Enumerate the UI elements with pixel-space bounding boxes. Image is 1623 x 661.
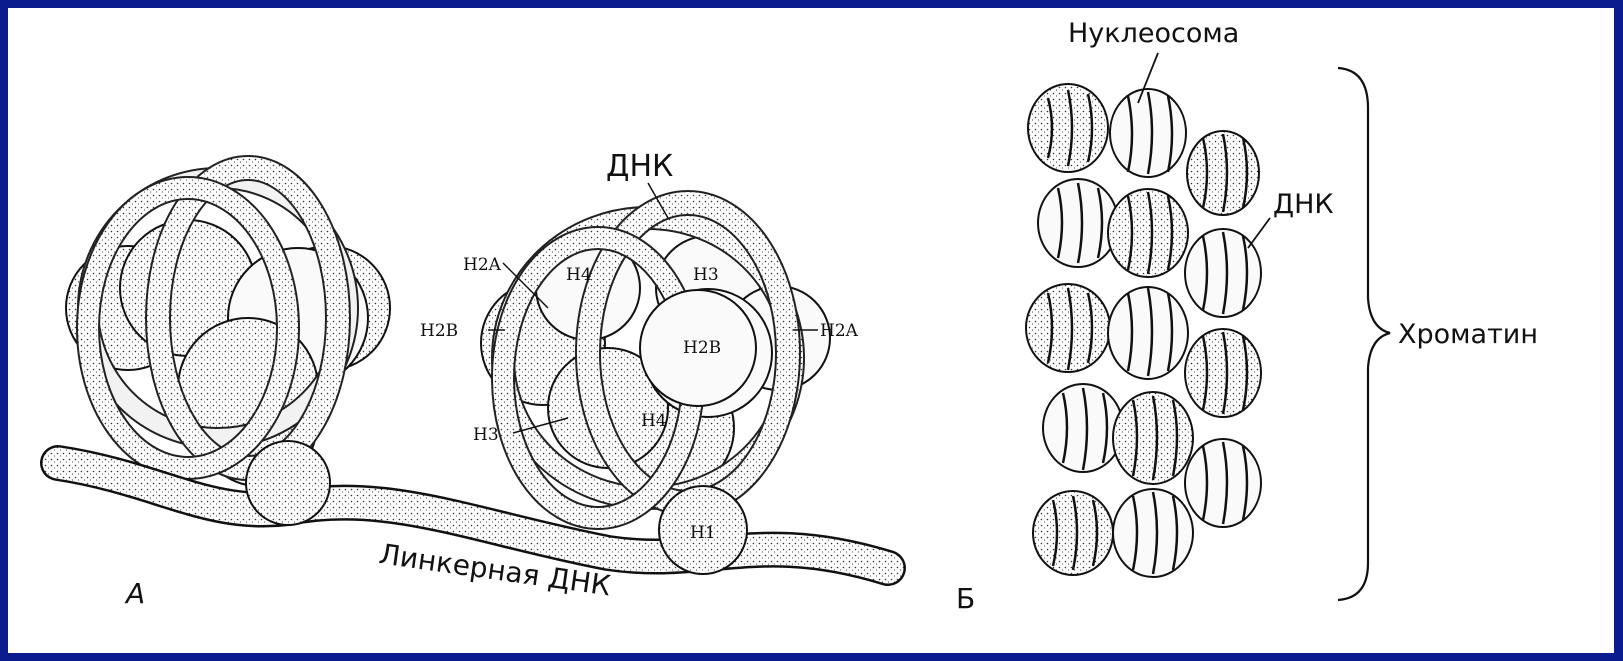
dna-label-b: ДНК <box>1273 189 1334 220</box>
panel-a-letter: А <box>124 577 145 610</box>
panel-b-letter: Б <box>956 582 975 615</box>
h2b-center-label: H2B <box>683 338 721 358</box>
h3-bottom-label: H3 <box>473 425 499 445</box>
chromatin-brace <box>1338 68 1390 600</box>
dna-label-a: ДНК <box>606 149 673 184</box>
h1-label: H1 <box>690 523 716 543</box>
h3-top-label: H3 <box>693 265 719 285</box>
h4-bottom-label: H4 <box>641 411 667 431</box>
h2a-left-label: H2A <box>463 255 502 275</box>
nucleosome-diagram: ДНК H2A H4 H3 H2B H2B H2A H3 H4 H1 Линке… <box>8 8 1614 653</box>
chromatin-label: Хроматин <box>1398 319 1538 350</box>
chromatin-fiber <box>1026 84 1261 577</box>
h2a-right-label: H2A <box>820 321 859 341</box>
diagram-canvas: ДНК H2A H4 H3 H2B H2B H2A H3 H4 H1 Линке… <box>8 8 1614 653</box>
h2b-left-label: H2B <box>420 321 458 341</box>
h1-left <box>246 441 330 525</box>
nucleosome-label: Нуклеосома <box>1068 18 1239 49</box>
h4-top-label: H4 <box>566 265 592 285</box>
nucleosome-left <box>66 168 390 486</box>
nucleosome-right <box>481 203 830 518</box>
